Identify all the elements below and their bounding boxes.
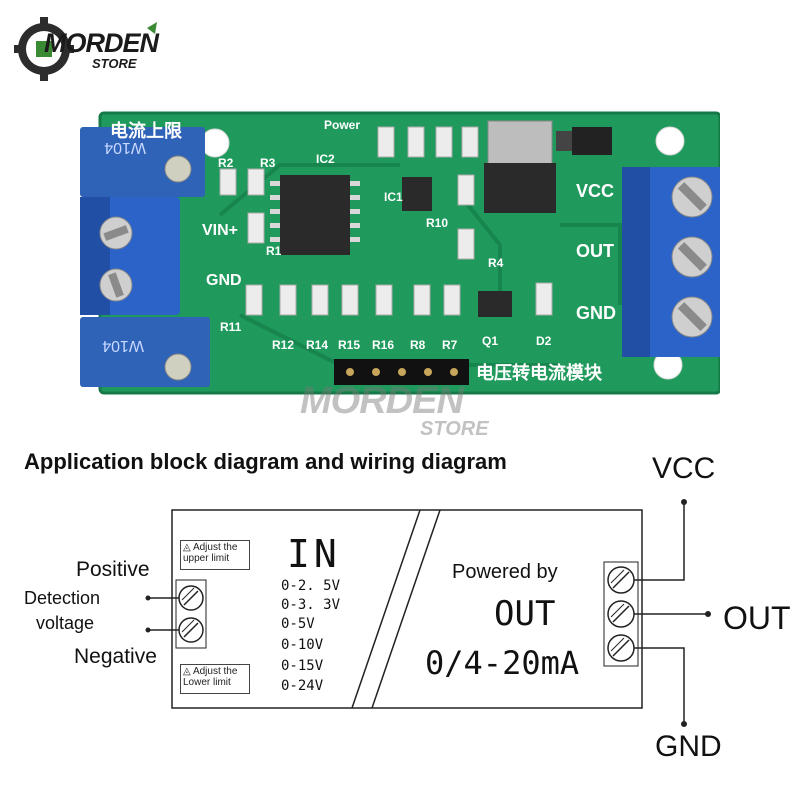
svg-text:R2: R2 — [218, 156, 234, 170]
svg-text:IC1: IC1 — [384, 190, 403, 204]
pot-marking: W104 — [102, 337, 144, 354]
q1-transistor — [478, 291, 512, 317]
svg-text:R16: R16 — [372, 338, 394, 352]
wiring-diagram — [145, 499, 711, 727]
pcb-label-vcc: VCC — [576, 181, 614, 201]
input-range: 0-2. 5V — [281, 578, 341, 594]
svg-text:IC2: IC2 — [316, 152, 335, 166]
pot-marking: W104 — [104, 139, 146, 156]
svg-text:R7: R7 — [442, 338, 458, 352]
output-current-range: 0/4-20mA — [425, 644, 580, 682]
pot-icon: ◬ — [183, 542, 191, 553]
ic2-chip — [270, 175, 360, 255]
svg-text:R10: R10 — [426, 216, 448, 230]
input-range: 0-3. 3V — [281, 597, 341, 613]
pcb-label-gnd-right: GND — [576, 303, 616, 323]
input-range: 0-5V — [281, 616, 315, 632]
pcb-board-photo: W104 W104 — [80, 111, 720, 395]
brand-logo — [14, 17, 157, 81]
svg-text:R15: R15 — [338, 338, 360, 352]
svg-text:R4: R4 — [488, 256, 504, 270]
logo-sub: STORE — [92, 56, 137, 71]
pot-icon: ◬ — [183, 666, 191, 677]
input-title: IN — [287, 532, 341, 576]
svg-text:R1: R1 — [266, 244, 282, 258]
jumper — [572, 127, 612, 155]
positive-label: Positive — [76, 558, 150, 581]
svg-text:R11: R11 — [220, 320, 242, 334]
ic1-chip — [402, 177, 432, 211]
input-range: 0-24V — [281, 678, 324, 694]
module-box — [171, 509, 643, 709]
negative-label: Negative — [74, 645, 157, 668]
vcc-label: VCC — [652, 452, 716, 485]
pcb-label-out: OUT — [576, 241, 614, 261]
mount-hole — [200, 128, 230, 158]
input-range: 0-15V — [281, 658, 324, 674]
svg-text:D2: D2 — [536, 334, 552, 348]
pcb-label-gnd-left: GND — [206, 272, 242, 289]
out-label: OUT — [723, 600, 791, 636]
pcb-label-power: Power — [324, 118, 360, 132]
powered-by-label: Powered by — [452, 561, 558, 583]
pcb-label-vin: VIN+ — [202, 222, 238, 239]
diagram-title: Application block diagram and wiring dia… — [24, 449, 507, 474]
voltage-label: voltage — [36, 613, 95, 633]
adjust-lower-note: ◬ Adjust the Lower limit — [180, 664, 250, 694]
lower-limit-potentiometer — [80, 317, 210, 387]
svg-text:R3: R3 — [260, 156, 276, 170]
pcb-label-current-upper: 电流上限 — [110, 120, 183, 141]
logo-name: MORDEN — [44, 28, 159, 58]
svg-text:Q1: Q1 — [482, 334, 498, 348]
gnd-label: GND — [655, 730, 722, 763]
svg-text:R8: R8 — [410, 338, 426, 352]
svg-text:R14: R14 — [306, 338, 328, 352]
voltage-regulator — [487, 120, 553, 168]
svg-text:R12: R12 — [272, 338, 294, 352]
input-range: 0-10V — [281, 637, 324, 653]
mount-hole — [655, 126, 685, 156]
watermark-name: MORDEN — [300, 380, 464, 422]
pcb-label-module-name: 电压转电流模块 — [476, 362, 603, 383]
adjust-upper-note: ◬ Adjust the upper limit — [180, 540, 250, 570]
watermark-sub: STORE — [420, 418, 489, 440]
output-title: OUT — [494, 594, 556, 634]
detection-label: Detection — [24, 588, 101, 608]
